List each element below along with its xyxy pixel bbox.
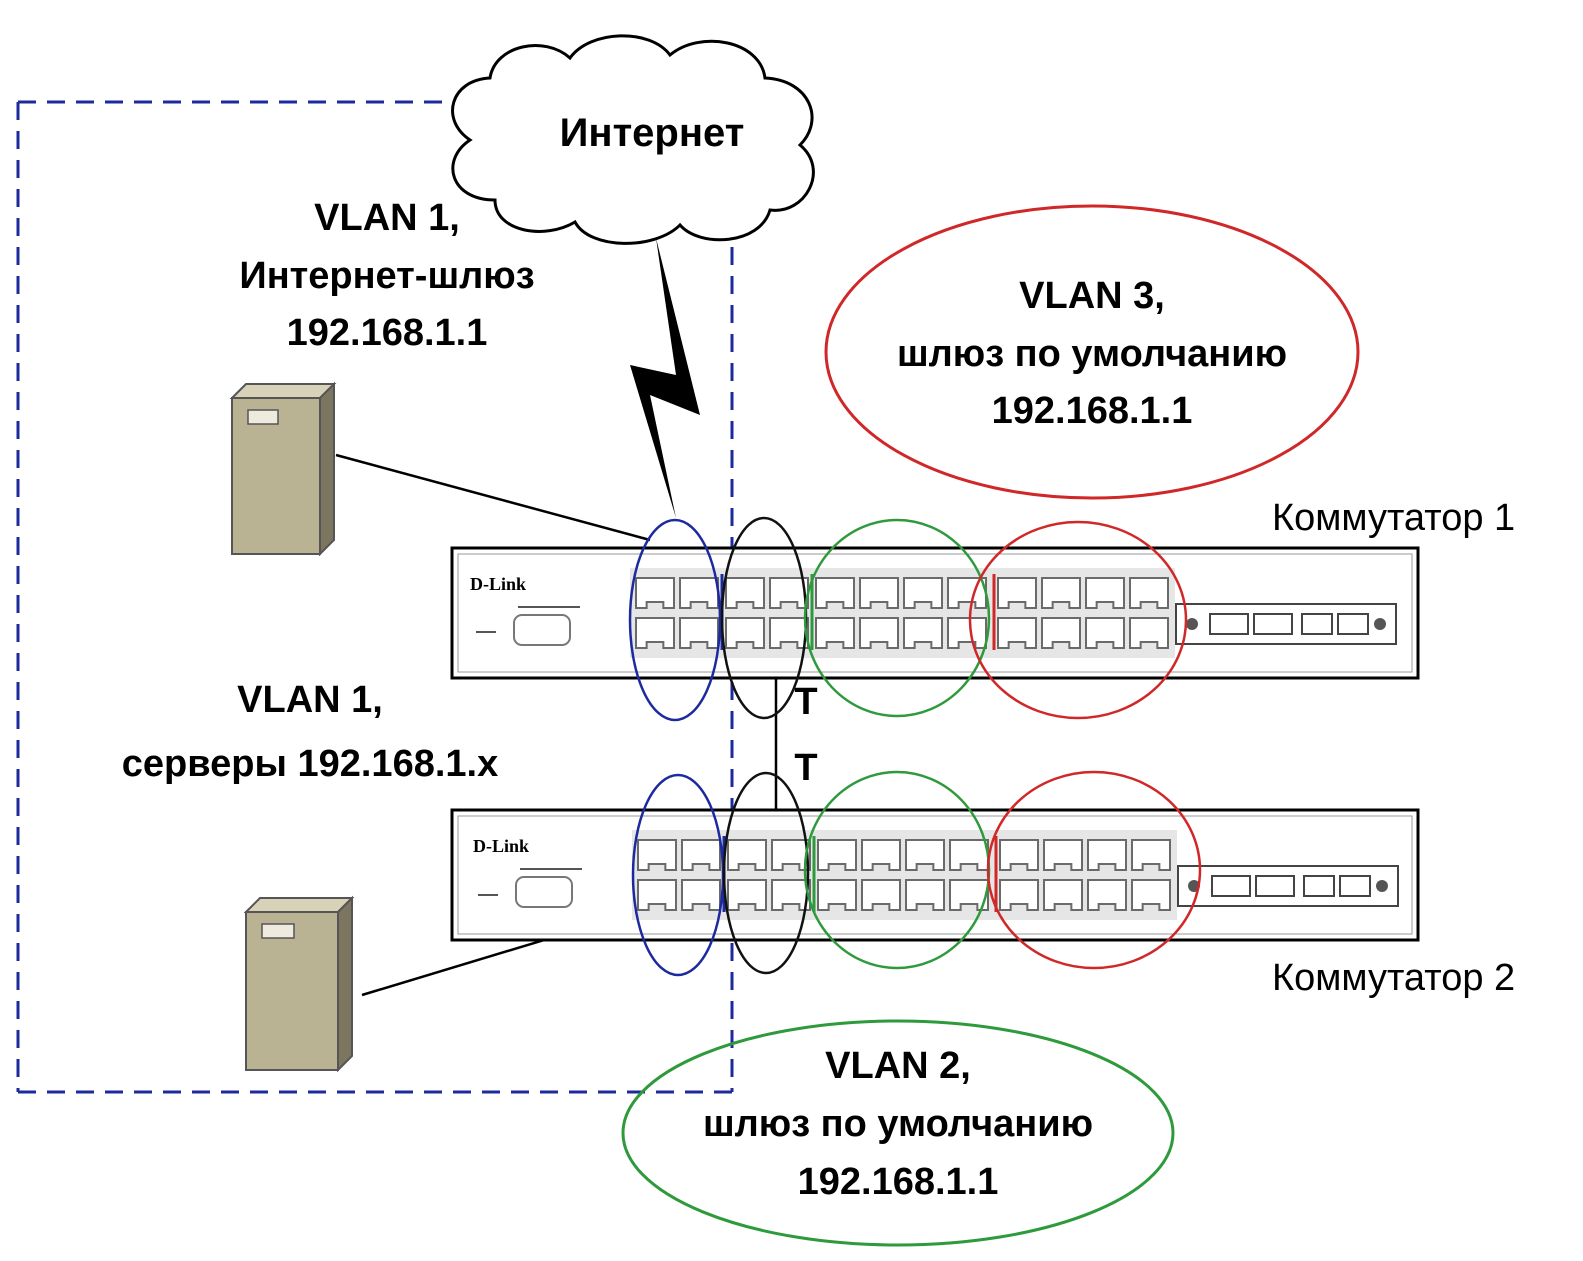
trunk-tag-top: T <box>794 681 817 723</box>
sw1-vlan3-ellipse <box>968 520 1188 720</box>
rj45-port <box>1129 617 1169 649</box>
svg-text:VLAN 1,: VLAN 1, <box>237 679 383 721</box>
rj45-port <box>859 577 899 609</box>
svg-text:серверы 192.168.1.x: серверы 192.168.1.x <box>122 743 498 785</box>
rj45-port <box>1041 617 1081 649</box>
rj45-port <box>1131 839 1171 871</box>
switch2-sfp-slots <box>1177 865 1399 907</box>
rj45-port <box>947 617 987 649</box>
switch1-logo: D-Link <box>470 574 526 594</box>
svg-text:192.168.1.1: 192.168.1.1 <box>798 1161 999 1203</box>
svg-text:шлюз по умолчанию: шлюз по умолчанию <box>703 1103 1093 1145</box>
switch2-port-grid <box>632 830 1177 920</box>
vlan3-label: VLAN 3, шлюз по умолчанию 192.168.1.1 <box>897 275 1287 432</box>
rj45-port <box>681 879 721 911</box>
switch1-name: Коммутатор 1 <box>1272 497 1515 539</box>
rj45-port <box>997 577 1037 609</box>
svg-text:VLAN 2,: VLAN 2, <box>825 1045 971 1087</box>
rj45-port <box>859 617 899 649</box>
rj45-port <box>1087 879 1127 911</box>
vlan1-gateway-label: VLAN 1, Интернет-шлюз 192.168.1.1 <box>239 197 534 354</box>
rj45-port <box>1131 879 1171 911</box>
rj45-port <box>1087 839 1127 871</box>
rj45-port <box>637 879 677 911</box>
rj45-port <box>769 617 809 649</box>
switch2-logo: D-Link <box>473 836 529 856</box>
rj45-port <box>861 839 901 871</box>
sw2-vlan3-ellipse <box>986 770 1202 970</box>
rj45-port <box>999 839 1039 871</box>
svg-text:шлюз по умолчанию: шлюз по умолчанию <box>897 333 1287 375</box>
switch1-sfp-slots <box>1175 603 1397 645</box>
server-icon <box>243 895 355 1073</box>
svg-text:VLAN 1,: VLAN 1, <box>314 197 460 239</box>
rj45-port <box>727 879 767 911</box>
sw1-vlan2-ellipse <box>803 518 991 718</box>
switch2-console-port <box>478 868 582 908</box>
server-icon <box>229 381 337 557</box>
svg-text:192.168.1.1: 192.168.1.1 <box>287 312 488 354</box>
rj45-port <box>1085 577 1125 609</box>
switch1-port-grid <box>630 568 1175 658</box>
svg-text:192.168.1.1: 192.168.1.1 <box>992 390 1193 432</box>
rj45-port <box>769 577 809 609</box>
rj45-port <box>815 617 855 649</box>
rj45-port <box>679 617 719 649</box>
vlan2-label: VLAN 2, шлюз по умолчанию 192.168.1.1 <box>703 1045 1093 1203</box>
rj45-port <box>1043 839 1083 871</box>
vlan3-ellipse <box>824 204 1360 500</box>
sw1-vlan1-ellipse <box>628 518 722 722</box>
rj45-port <box>635 577 675 609</box>
vlan2-ellipse <box>621 1019 1175 1247</box>
rj45-port <box>905 879 945 911</box>
rj45-port <box>905 839 945 871</box>
vlan1-servers-label: VLAN 1, серверы 192.168.1.x <box>122 679 498 785</box>
server1-link <box>335 453 651 542</box>
rj45-port <box>725 617 765 649</box>
rj45-port <box>1043 879 1083 911</box>
rj45-port <box>815 577 855 609</box>
lightning-icon <box>630 238 700 518</box>
rj45-port <box>903 617 943 649</box>
rj45-port <box>681 839 721 871</box>
rj45-port <box>1129 577 1169 609</box>
cloud-label: Интернет <box>560 111 745 155</box>
rj45-port <box>817 839 857 871</box>
sw2-trunk-ellipse <box>722 771 810 975</box>
switch1-console-port <box>476 606 580 646</box>
rj45-port <box>727 839 767 871</box>
rj45-port <box>999 879 1039 911</box>
rj45-port <box>771 839 811 871</box>
cloud-icon <box>451 34 815 245</box>
rj45-port <box>1041 577 1081 609</box>
rj45-port <box>817 879 857 911</box>
svg-text:VLAN 3,: VLAN 3, <box>1019 275 1165 317</box>
svg-text:Интернет-шлюз: Интернет-шлюз <box>239 255 534 297</box>
rj45-port <box>725 577 765 609</box>
rj45-port <box>997 617 1037 649</box>
switch2-name: Коммутатор 2 <box>1272 957 1515 999</box>
rj45-port <box>903 577 943 609</box>
rj45-port <box>635 617 675 649</box>
rj45-port <box>771 879 811 911</box>
rj45-port <box>861 879 901 911</box>
rj45-port <box>1085 617 1125 649</box>
trunk-tag-bottom: T <box>794 747 817 789</box>
rj45-port <box>637 839 677 871</box>
